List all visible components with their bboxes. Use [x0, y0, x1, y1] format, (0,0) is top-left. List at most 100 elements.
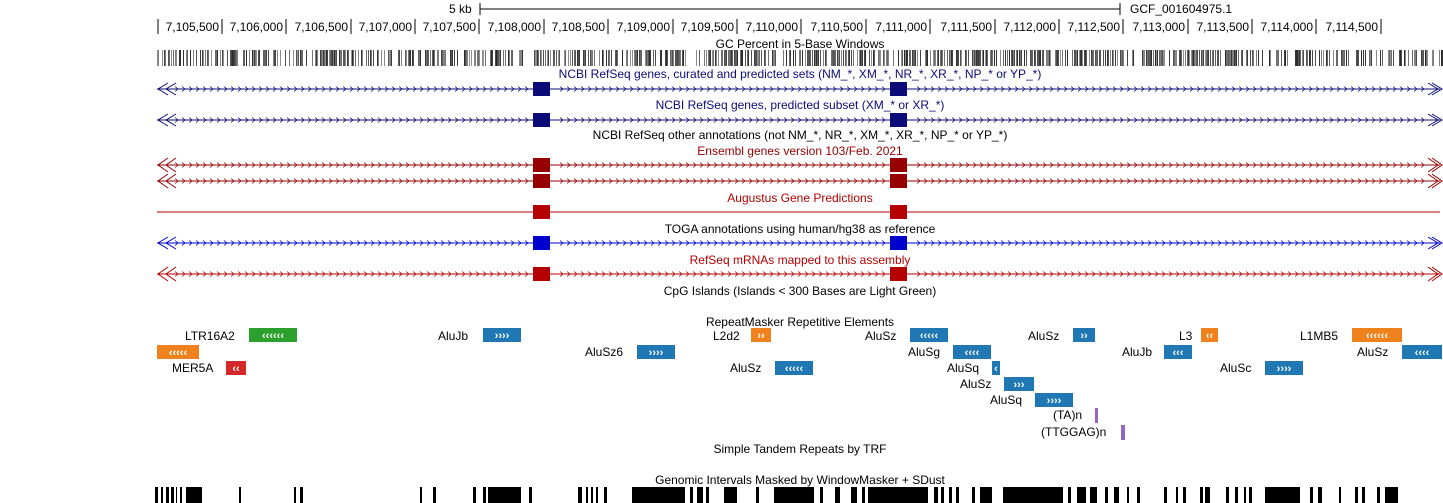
repeat-label[interactable]: AluSz6: [585, 345, 624, 359]
refseq-predicted-gene-strand-chevron: [1406, 117, 1411, 123]
ensembl-gene-strand-chevron: [958, 178, 963, 184]
refseq-all-gene-strand-chevron: [1392, 86, 1397, 92]
refseq-mrna-gene-strand-chevron: [1161, 271, 1166, 277]
refseq-mrna-gene-strand-chevron: [720, 271, 725, 277]
ensembl-gene-strand-chevron: [734, 178, 739, 184]
toga-gene-strand-chevron: [1392, 240, 1397, 246]
refseq-predicted-gene-strand-chevron: [846, 117, 851, 123]
ensembl-gene-strand-chevron: [363, 162, 368, 168]
ensembl-gene-strand-chevron: [181, 178, 186, 184]
repeat-label[interactable]: (TA)n: [1053, 408, 1083, 422]
track-title-gc-percent[interactable]: GC Percent in 5-Base Windows: [715, 37, 885, 51]
refseq-all-gene-strand-chevron: [1077, 86, 1082, 92]
refseq-mrna-gene-strand-chevron: [699, 271, 704, 277]
ensembl-gene-exon: [533, 174, 550, 188]
ensembl-gene-strand-chevron: [839, 178, 844, 184]
toga-gene-strand-chevron: [391, 240, 396, 246]
refseq-all-gene-strand-chevron: [853, 86, 858, 92]
track-title-windowmasker[interactable]: Genomic Intervals Masked by WindowMasker…: [655, 473, 945, 487]
refseq-predicted-gene-strand-chevron: [1336, 117, 1341, 123]
repeat-label[interactable]: AluSq: [990, 393, 1023, 407]
repeat-label[interactable]: AluSg: [908, 345, 941, 359]
refseq-mrna-gene-end-arrow: [1431, 266, 1443, 282]
track-title-repeatmasker[interactable]: RepeatMasker Repetitive Elements: [705, 315, 895, 329]
repeat-label[interactable]: AluSz: [730, 361, 762, 375]
repeat-label[interactable]: AluSz: [1028, 329, 1060, 343]
repeat-label[interactable]: AluJb: [438, 329, 469, 343]
refseq-predicted-gene-strand-chevron: [664, 117, 669, 123]
refseq-mrna-gene-strand-chevron: [727, 271, 732, 277]
ensembl-gene-strand-chevron: [1210, 178, 1215, 184]
refseq-mrna-gene-strand-chevron: [986, 271, 991, 277]
refseq-all-gene-strand-chevron: [860, 86, 865, 92]
refseq-all-gene-strand-chevron: [657, 86, 662, 92]
refseq-mrna-gene-strand-chevron: [1035, 271, 1040, 277]
ensembl-gene-strand-chevron: [720, 162, 725, 168]
ensembl-gene-strand-chevron: [1049, 162, 1054, 168]
toga-gene-strand-chevron: [1126, 240, 1131, 246]
toga-gene-strand-chevron: [755, 240, 760, 246]
refseq-predicted-gene-strand-chevron: [713, 117, 718, 123]
refseq-all-gene-strand-chevron: [1294, 86, 1299, 92]
refseq-predicted-gene-strand-chevron: [1350, 117, 1355, 123]
toga-gene-strand-chevron: [776, 240, 781, 246]
refseq-mrna-gene-strand-chevron: [405, 271, 410, 277]
repeat-label[interactable]: L1MB5: [1300, 329, 1339, 343]
track-title-refseq-other[interactable]: NCBI RefSeq other annotations (not NM_*,…: [592, 128, 1008, 142]
repeat-label[interactable]: AluSz: [960, 377, 992, 391]
toga-gene-strand-chevron: [741, 240, 746, 246]
track-title-simple-repeats[interactable]: Simple Tandem Repeats by TRF: [713, 442, 887, 456]
track-title-refseq-all[interactable]: NCBI RefSeq genes, curated and predicted…: [558, 67, 1042, 81]
ensembl-gene-strand-chevron: [1147, 162, 1152, 168]
refseq-all-gene-strand-chevron: [692, 86, 697, 92]
ensembl-gene-strand-chevron: [258, 178, 263, 184]
toga-gene-strand-chevron: [1196, 240, 1201, 246]
refseq-all-gene-strand-chevron: [216, 86, 221, 92]
repeat-label[interactable]: AluSc: [1220, 361, 1252, 375]
ensembl-gene-strand-chevron: [412, 178, 417, 184]
refseq-predicted-gene-strand-chevron: [930, 117, 935, 123]
refseq-predicted-gene-strand-chevron: [342, 117, 347, 123]
ensembl-gene-strand-chevron: [559, 178, 564, 184]
refseq-all-gene-strand-chevron: [720, 86, 725, 92]
repeat-label[interactable]: AluSz: [865, 329, 897, 343]
refseq-all-gene-strand-chevron: [580, 86, 585, 92]
repeat-label[interactable]: LTR16A2: [185, 329, 235, 343]
refseq-mrna-gene-strand-chevron: [1350, 271, 1355, 277]
ensembl-gene-strand-chevron: [594, 178, 599, 184]
repeat-label[interactable]: L2d2: [713, 329, 740, 343]
refseq-all-gene-strand-chevron: [650, 86, 655, 92]
track-title-refseq-predicted[interactable]: NCBI RefSeq genes, predicted subset (XM_…: [655, 98, 945, 112]
refseq-mrna-gene-strand-chevron: [223, 271, 228, 277]
toga-gene-strand-chevron: [307, 240, 312, 246]
refseq-all-gene-strand-chevron: [839, 86, 844, 92]
repeat-label[interactable]: (TTGGAG)n: [1041, 425, 1107, 439]
refseq-predicted-gene-end-arrow: [157, 113, 169, 127]
track-title-refseq-mrna[interactable]: RefSeq mRNAs mapped to this assembly: [689, 253, 911, 267]
track-title-augustus[interactable]: Augustus Gene Predictions: [727, 191, 873, 205]
refseq-mrna-gene-strand-chevron: [958, 271, 963, 277]
repeat-label[interactable]: L3: [1179, 329, 1193, 343]
repeat-label[interactable]: AluJb: [1122, 345, 1153, 359]
ensembl-gene-strand-chevron: [1329, 178, 1334, 184]
repeat-label[interactable]: AluSz: [1357, 345, 1389, 359]
windowmasker-interval: [1235, 487, 1238, 503]
toga-gene-strand-chevron: [944, 240, 949, 246]
refseq-predicted-gene-strand-chevron: [1161, 117, 1166, 123]
toga-gene-strand-chevron: [636, 240, 641, 246]
track-title-ensembl[interactable]: Ensembl genes version 103/Feb. 2021: [697, 144, 903, 158]
track-title-cpg[interactable]: CpG Islands (Islands < 300 Bases are Lig…: [663, 284, 937, 298]
refseq-mrna-gene-strand-chevron: [1105, 271, 1110, 277]
refseq-mrna-gene-strand-chevron: [1266, 271, 1271, 277]
refseq-all-gene-strand-chevron: [979, 86, 984, 92]
repeat-label[interactable]: AluSq: [947, 361, 980, 375]
refseq-mrna-gene-strand-chevron: [580, 271, 585, 277]
repeat-label[interactable]: MER5A: [172, 361, 214, 375]
refseq-predicted-gene-strand-chevron: [958, 117, 963, 123]
ensembl-gene-strand-chevron: [1140, 162, 1145, 168]
ensembl-gene-strand-chevron: [1413, 162, 1418, 168]
toga-gene-strand-chevron: [1168, 240, 1173, 246]
track-title-toga[interactable]: TOGA annotations using human/hg38 as ref…: [664, 222, 936, 236]
